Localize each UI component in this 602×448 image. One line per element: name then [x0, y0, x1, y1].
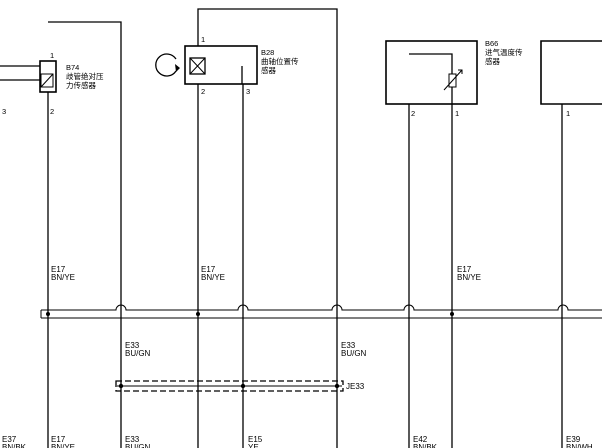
rotation-arrow-icon [155, 53, 177, 77]
component-edge: 1 [540, 40, 602, 118]
harness-bus [40, 304, 602, 319]
wire-color: BU/GN [125, 349, 151, 358]
b74-ref: B74 [66, 63, 79, 72]
bottom-wire-labels: E37 BN/BK E17 BN/YE E33 BU/GN E15 YE E42… [2, 435, 593, 448]
wire-code: E17 [51, 435, 66, 444]
b28-pin-1: 1 [201, 35, 205, 44]
b28-box [184, 45, 258, 85]
b28-name-line1: 曲轴位置传 [261, 56, 299, 66]
edge-pin-1: 1 [566, 109, 570, 118]
bus-junctions [46, 312, 454, 316]
wire-color: BN/YE [51, 443, 75, 448]
wire-code: E17 [201, 265, 216, 274]
component-b28: B28 曲轴位置传 感器 1 2 3 [155, 35, 299, 96]
mid-wire-labels: E17 BN/YE E17 BN/YE E17 BN/YE [51, 265, 481, 282]
splice-wire-labels: E33 BU/GN E33 BU/GN [125, 341, 367, 358]
component-b74: B74 歧管绝对压 力传感器 1 2 3 [2, 51, 104, 116]
wire-code: E39 [566, 435, 581, 444]
splice-dot [118, 383, 124, 389]
b66-name-line1: 进气温度传 [485, 47, 523, 57]
splice-dot [334, 383, 340, 389]
wire-color: BU/GN [341, 349, 367, 358]
b66-pin-1: 1 [455, 109, 459, 118]
splice-ref: JE33 [346, 382, 365, 391]
b66-name-line2: 感器 [485, 56, 500, 66]
b66-ref: B66 [485, 39, 498, 48]
junction-dot [450, 312, 454, 316]
component-b66: B66 进气温度传 感器 2 1 [385, 39, 523, 118]
b28-name-line2: 感器 [261, 65, 276, 75]
junction-dot [196, 312, 200, 316]
wire-code: E17 [51, 265, 66, 274]
wire-color: BN/BK [2, 443, 27, 448]
splice-dot [240, 383, 246, 389]
wire-code: E42 [413, 435, 428, 444]
wire-color: BN/BK [413, 443, 438, 448]
wire-code: E17 [457, 265, 472, 274]
b66-pin-2: 2 [411, 109, 415, 118]
wire-color: BN/WH [566, 443, 593, 448]
wire-color: YE [248, 443, 259, 448]
b74-pin-3: 3 [2, 107, 6, 116]
wire-code: E33 [125, 341, 140, 350]
junction-dot [46, 312, 50, 316]
wire-code: E33 [341, 341, 356, 350]
b74-name-line1: 歧管绝对压 [66, 71, 104, 81]
wire-color: BN/YE [51, 273, 75, 282]
wire-code: E37 [2, 435, 17, 444]
wire-color: BU/GN [125, 443, 151, 448]
wire-code: E33 [125, 435, 140, 444]
wire-code: E15 [248, 435, 263, 444]
b28-pin-2: 2 [201, 87, 205, 96]
b28-ref: B28 [261, 48, 274, 57]
splice-je33: JE33 [115, 380, 365, 392]
wire-color: BN/YE [201, 273, 225, 282]
b28-pin-3: 3 [246, 87, 250, 96]
b74-pin-1: 1 [50, 51, 54, 60]
b66-box [385, 40, 478, 105]
splice-outline [115, 380, 344, 392]
b74-pin-2: 2 [50, 107, 54, 116]
b74-name-line2: 力传感器 [66, 80, 96, 90]
wire-color: BN/YE [457, 273, 481, 282]
